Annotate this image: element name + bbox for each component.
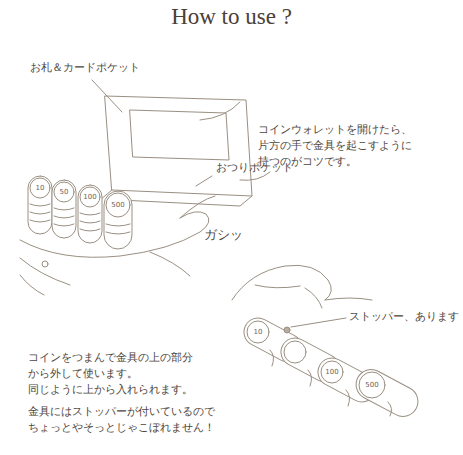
instruction-note: 金具にはストッパーが付いているので ちょっとやそっとじゃこぼれません！ — [28, 404, 243, 436]
sound-effect: ガシッ — [204, 226, 274, 245]
instruction-note: コインをつまんで金具の上の部分 から外して使います。 同じように上から入れられま… — [28, 350, 233, 398]
coin-value: 500 — [111, 202, 124, 209]
coin-value: 500 — [365, 382, 378, 389]
coin-value: 100 — [325, 369, 338, 376]
callout-label: ストッパー、あります — [349, 309, 459, 324]
coin-value: 10 — [36, 185, 45, 192]
coin-value: 50 — [60, 189, 69, 196]
callout-label: おつりポケット — [216, 160, 316, 176]
page-title: How to use ? — [0, 4, 463, 30]
coin-value: 100 — [83, 194, 96, 201]
coin-value: 10 — [254, 329, 263, 336]
callout-label: お札＆カードポケット — [30, 60, 170, 75]
